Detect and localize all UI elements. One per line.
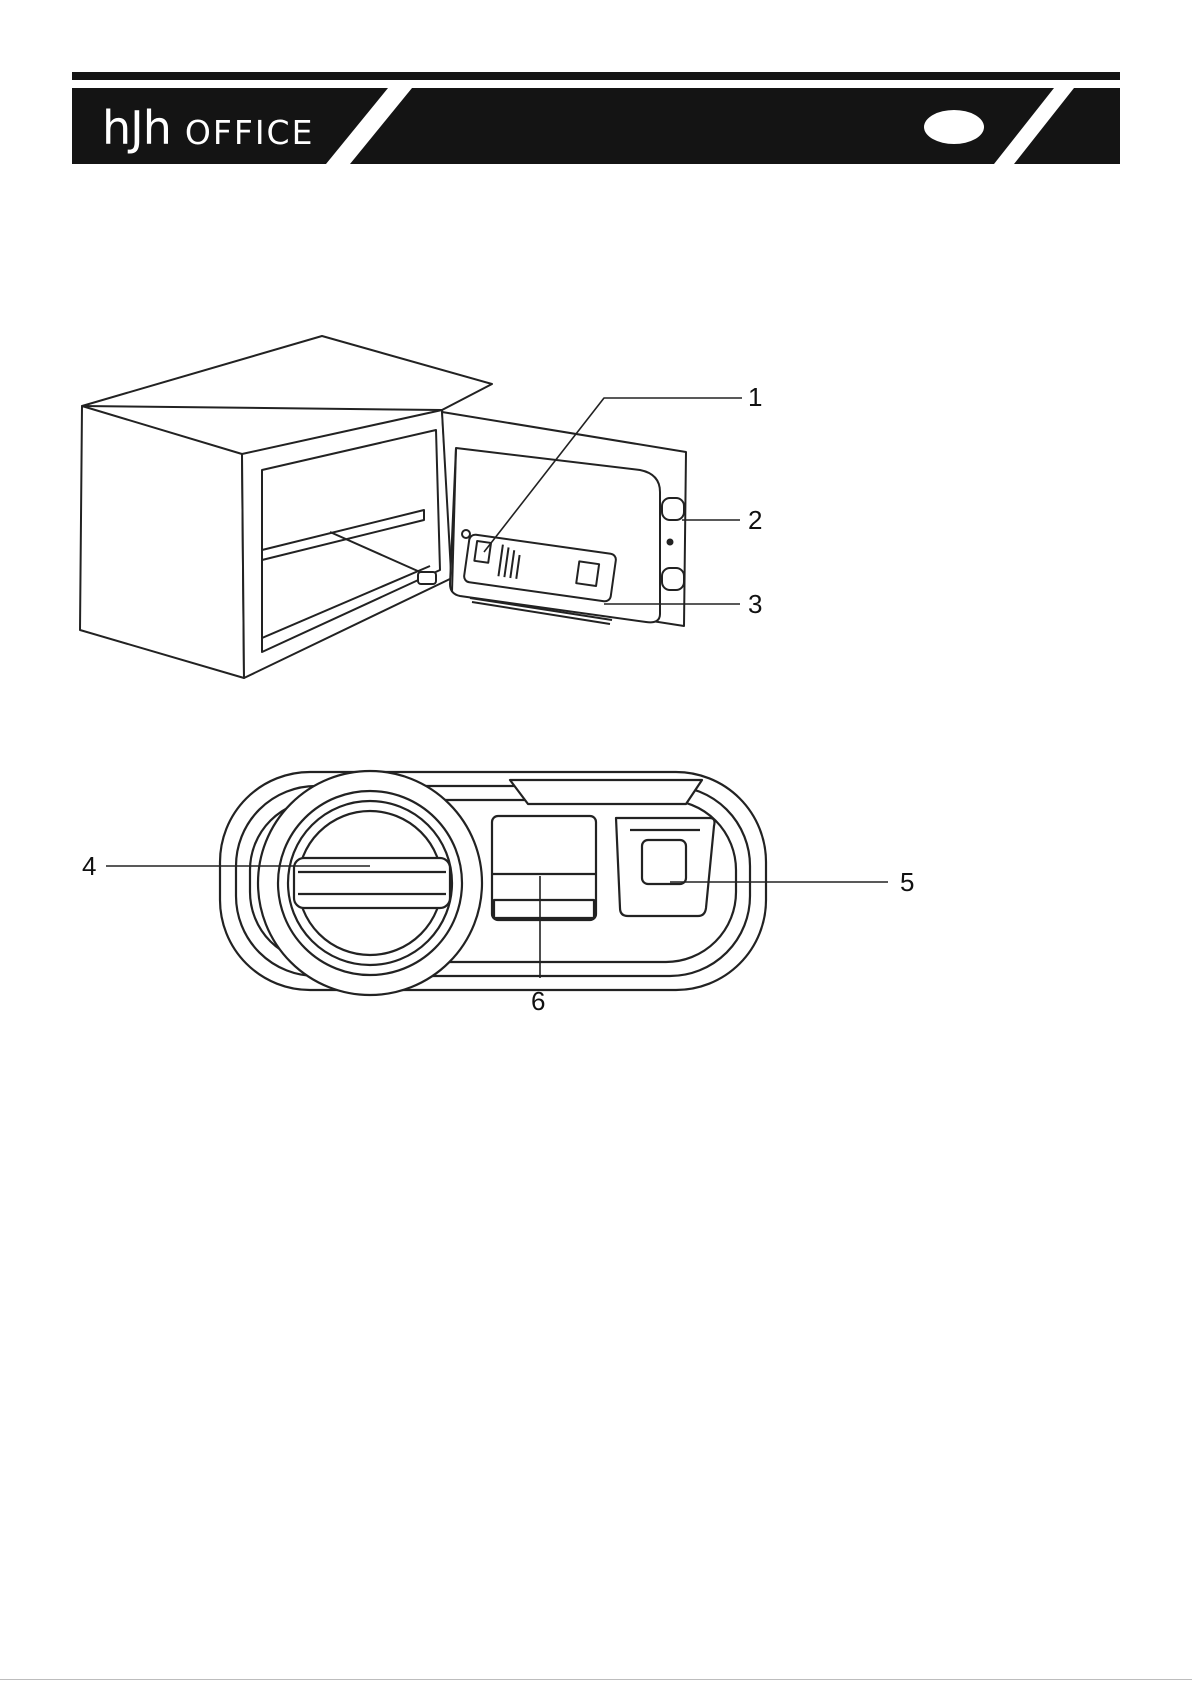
safe-hinge-icon bbox=[418, 572, 436, 584]
header-top-rule bbox=[72, 72, 1120, 80]
safe-left-face bbox=[80, 406, 244, 678]
safe-illustration bbox=[0, 320, 1192, 700]
callout-3: 3 bbox=[748, 589, 762, 619]
header-badge-icon bbox=[924, 110, 984, 144]
callout-5: 5 bbox=[900, 867, 914, 897]
callout-1: 1 bbox=[748, 382, 762, 412]
safe-top-face bbox=[82, 336, 492, 410]
brand-logo: hJh OFFICE bbox=[102, 98, 314, 158]
safe-open-figure: 1 2 3 bbox=[0, 320, 1192, 700]
reset-button-icon bbox=[462, 530, 470, 538]
battery-cover-icon bbox=[576, 561, 599, 586]
callout-6: 6 bbox=[531, 986, 545, 1016]
keypad-cover bbox=[492, 816, 596, 920]
brand-word: OFFICE bbox=[185, 103, 315, 163]
bottom-rule bbox=[0, 1679, 1192, 1680]
lock-panel-figure: 4 5 6 bbox=[0, 730, 1192, 1030]
callout-4: 4 bbox=[82, 851, 96, 881]
locking-bolt-top bbox=[662, 498, 684, 520]
lock-panel-illustration bbox=[0, 730, 1192, 1030]
locking-bolt-bottom bbox=[662, 568, 684, 590]
fingerprint-sensor-icon bbox=[642, 840, 686, 884]
callout-2: 2 bbox=[748, 505, 762, 535]
battery-slot-icon bbox=[474, 541, 491, 563]
page-header: hJh OFFICE bbox=[0, 0, 1192, 170]
indicator-strip bbox=[510, 780, 702, 804]
brand-mark: hJh bbox=[102, 98, 171, 158]
